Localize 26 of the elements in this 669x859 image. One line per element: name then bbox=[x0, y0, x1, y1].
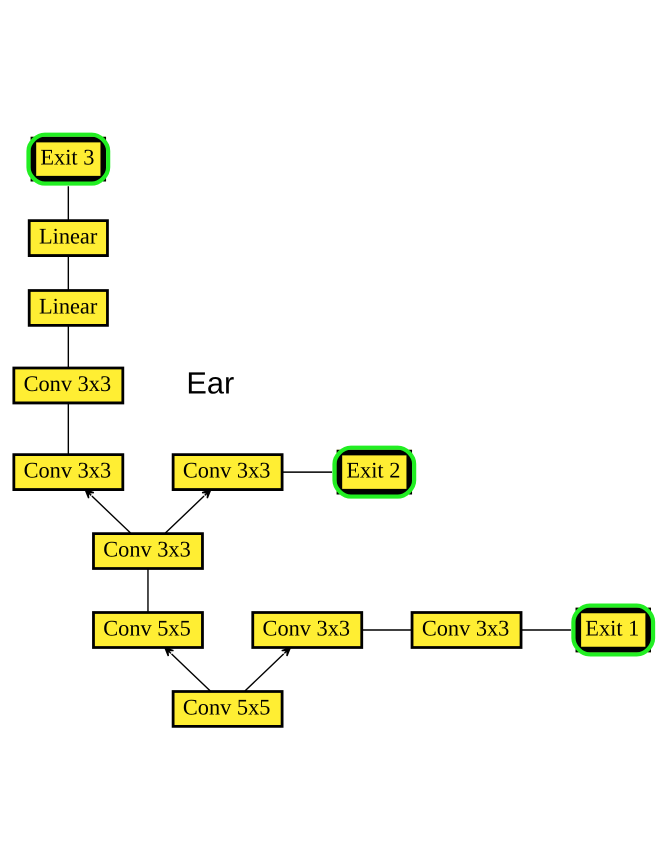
connector bbox=[68, 186, 70, 221]
connector bbox=[68, 256, 70, 290]
connector bbox=[147, 568, 149, 612]
node-box: Conv 3x3 bbox=[92, 532, 204, 570]
connector bbox=[68, 403, 70, 455]
node-box: Exit 1 bbox=[571, 603, 656, 657]
connector bbox=[68, 326, 70, 368]
node-box: Conv 3x3 bbox=[12, 366, 124, 404]
connector bbox=[282, 471, 332, 473]
node-box: Conv 3x3 bbox=[172, 453, 284, 491]
arrow bbox=[244, 646, 292, 692]
connector bbox=[522, 629, 571, 631]
node-box: Conv 5x5 bbox=[92, 611, 204, 649]
label: Ear bbox=[186, 365, 234, 400]
node-box: Conv 3x3 bbox=[410, 611, 522, 649]
node-box: Conv 3x3 bbox=[12, 453, 124, 491]
arrow bbox=[164, 488, 212, 534]
node-box: Exit 2 bbox=[332, 446, 416, 499]
connector bbox=[362, 629, 412, 631]
arrow bbox=[84, 488, 132, 534]
node-box: Exit 3 bbox=[26, 132, 110, 186]
node-box: Conv 3x3 bbox=[251, 611, 364, 649]
node-box: Linear bbox=[28, 289, 109, 327]
arrow bbox=[164, 646, 212, 692]
node-box: Conv 5x5 bbox=[172, 690, 284, 728]
node-box: Linear bbox=[28, 219, 109, 257]
